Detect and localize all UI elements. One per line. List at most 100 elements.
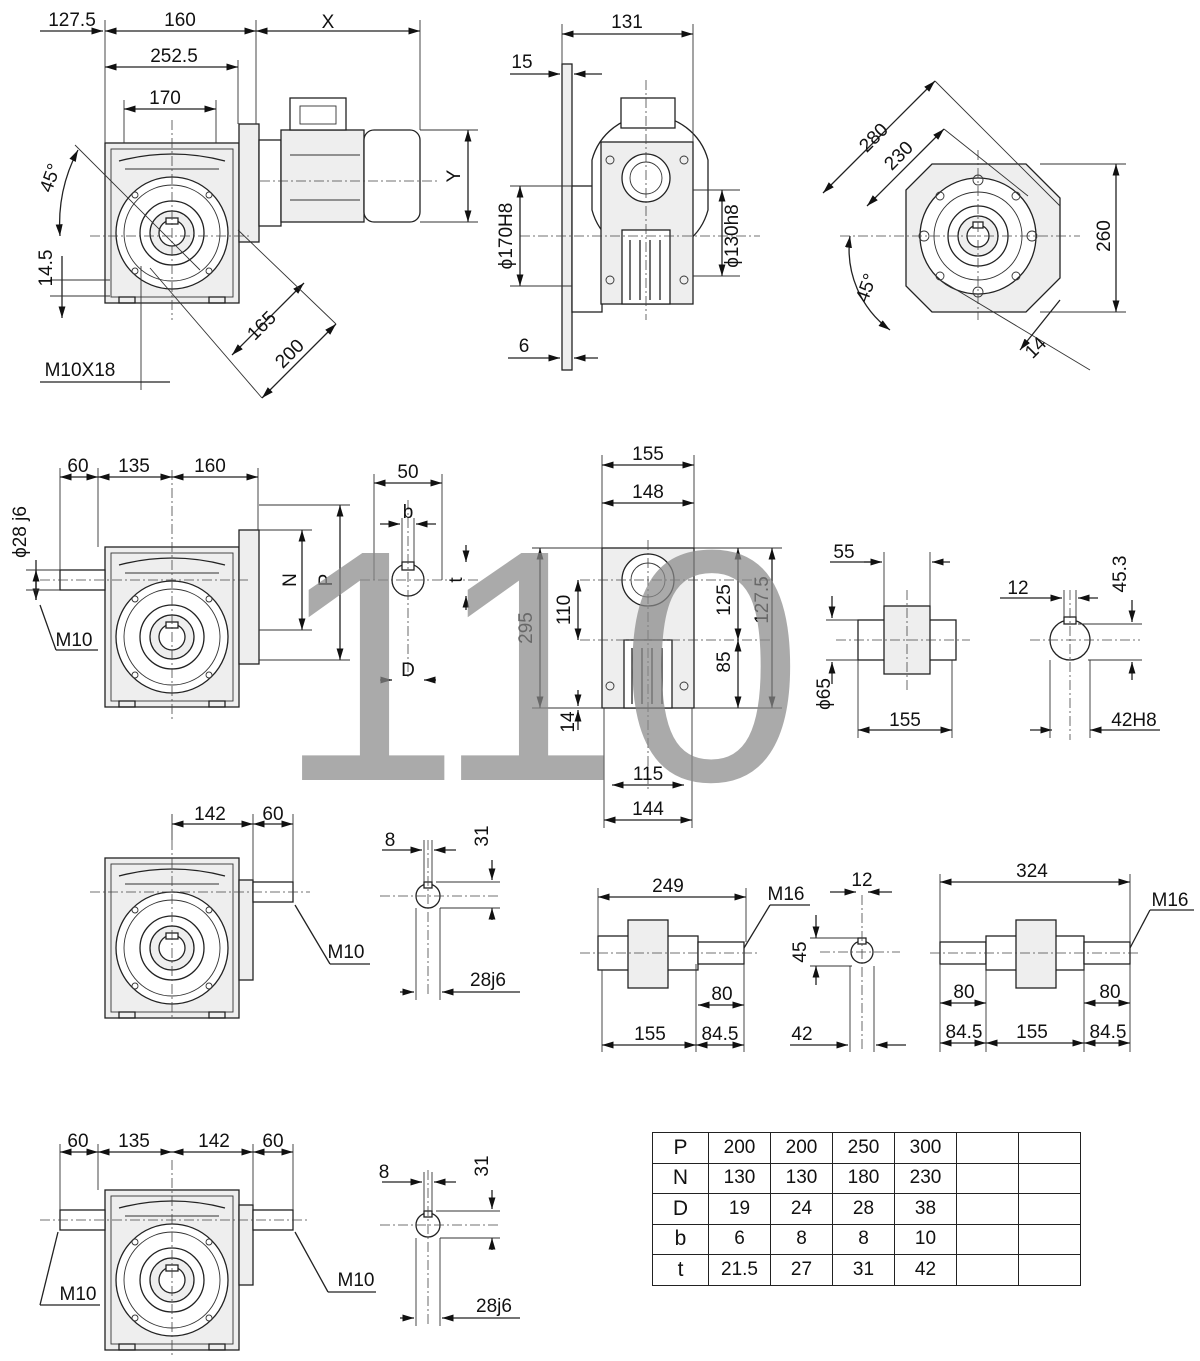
dim-text: 155 <box>889 710 921 731</box>
dim-text: 160 <box>194 456 226 477</box>
dim-text: b <box>403 502 414 523</box>
dim-text: 60 <box>67 1131 88 1152</box>
table-cell: 24 <box>770 1193 833 1225</box>
dim-text: 31 <box>472 1155 493 1176</box>
dim-text: 144 <box>632 799 664 820</box>
table-cell: 31 <box>832 1254 895 1286</box>
dim-text: 142 <box>194 804 226 825</box>
view-single-output-shaft: 249 M16 80 155 84.5 <box>580 876 810 1052</box>
dim-text: 84.5 <box>946 1022 983 1043</box>
dim-text: 45 <box>790 941 811 962</box>
dim-text: X <box>322 12 335 33</box>
table-cell: 38 <box>894 1193 957 1225</box>
table-cell <box>1018 1223 1081 1255</box>
dim-text: ϕ28 j6 <box>10 506 31 558</box>
dim-text: 80 <box>711 984 732 1005</box>
dim-text: 131 <box>611 12 643 33</box>
dim-text: 12 <box>1007 578 1028 599</box>
table-cell <box>956 1162 1019 1194</box>
table-cell: 130 <box>770 1162 833 1194</box>
dim-text: 295 <box>516 612 537 644</box>
dim-text: 42H8 <box>1111 710 1156 731</box>
dim-text: 148 <box>632 482 664 503</box>
dim-text: 8 <box>379 1162 390 1183</box>
dim-text: 200 <box>271 335 308 372</box>
dim-text: 230 <box>880 137 917 174</box>
table-cell: 8 <box>832 1223 895 1255</box>
dim-text: 14 <box>1021 333 1051 363</box>
view-output-right: 142 60 M10 <box>90 804 370 1020</box>
dim-text: 60 <box>67 456 88 477</box>
dim-text: 155 <box>632 444 664 465</box>
dim-text: 12 <box>851 870 872 891</box>
dim-text: M10X18 <box>45 360 116 381</box>
dim-text: 84.5 <box>702 1024 739 1045</box>
dim-text: 84.5 <box>1090 1022 1127 1043</box>
view-center-side: 155 148 295 110 125 127.5 85 14 115 144 <box>516 444 782 828</box>
dim-text: 14 <box>558 711 579 733</box>
table-cell <box>956 1223 1019 1255</box>
dim-text: 85 <box>714 651 735 672</box>
view-motor-side: 127.5 160 X 252.5 170 45° 14.5 M10X18 16… <box>36 10 478 399</box>
dim-text: M10 <box>328 942 365 963</box>
dim-text: 80 <box>953 982 974 1003</box>
view-shaft-key-2: 12 45 42 <box>790 870 906 1052</box>
dim-text: 160 <box>164 10 196 31</box>
dim-text: 110 <box>554 595 575 625</box>
table-cell: 27 <box>770 1254 833 1286</box>
dim-text: 155 <box>634 1024 666 1045</box>
dim-text: 45.3 <box>1110 556 1131 593</box>
view-flange-face: 280 230 260 45° 14 <box>822 80 1126 371</box>
dim-text: ϕ130h8 <box>722 204 743 267</box>
dim-text: 324 <box>1016 861 1048 882</box>
row-label: t <box>652 1254 709 1286</box>
dim-text: 60 <box>262 1131 283 1152</box>
dim-text: 155 <box>1016 1022 1048 1043</box>
view-hollow-bore: 12 45.3 42H8 <box>1000 556 1160 740</box>
dim-text: 14.5 <box>36 250 57 287</box>
dim-text: D <box>401 660 415 681</box>
view-input-shaft: 60 135 160 ϕ28 j6 M10 N P <box>10 456 350 720</box>
dim-text: 31 <box>472 825 493 846</box>
table-cell <box>1018 1132 1081 1164</box>
dim-text: 28j6 <box>470 970 506 991</box>
view-shaft-key-1: 8 31 28j6 <box>380 825 520 1000</box>
dim-text: 125 <box>714 584 735 616</box>
dim-text: 80 <box>1099 982 1120 1003</box>
table-cell: 10 <box>894 1223 957 1255</box>
table-cell <box>1018 1254 1081 1286</box>
dim-text: 45° <box>852 271 882 305</box>
table-cell: 200 <box>770 1132 833 1164</box>
table-cell <box>1018 1193 1081 1225</box>
table-cell: 200 <box>708 1132 771 1164</box>
dim-text: 45° <box>36 161 66 195</box>
table-cell: 300 <box>894 1132 957 1164</box>
dim-text: 170 <box>149 88 181 109</box>
table-cell <box>956 1254 1019 1286</box>
table-cell: 6 <box>708 1223 771 1255</box>
dim-text: Y <box>444 169 465 182</box>
dim-text: 42 <box>791 1024 812 1045</box>
row-label: N <box>652 1162 709 1194</box>
dim-text: 165 <box>243 307 280 344</box>
dim-text: 60 <box>262 804 283 825</box>
dim-text: 28j6 <box>476 1296 512 1317</box>
table-cell: 130 <box>708 1162 771 1194</box>
dim-text: M10 <box>338 1270 375 1291</box>
dim-text: 15 <box>511 52 532 73</box>
dim-text: 135 <box>118 1131 150 1152</box>
dim-text: 127.5 <box>752 576 773 624</box>
view-shaft-key-3: 8 31 28j6 <box>379 1155 520 1326</box>
dim-text: M10 <box>60 1284 97 1305</box>
dim-text: t <box>446 577 467 583</box>
view-input-shaft-section: 50 b t D <box>360 462 480 684</box>
dim-text: ϕ170H8 <box>496 203 517 270</box>
table-cell <box>956 1193 1019 1225</box>
table-cell: 28 <box>832 1193 895 1225</box>
